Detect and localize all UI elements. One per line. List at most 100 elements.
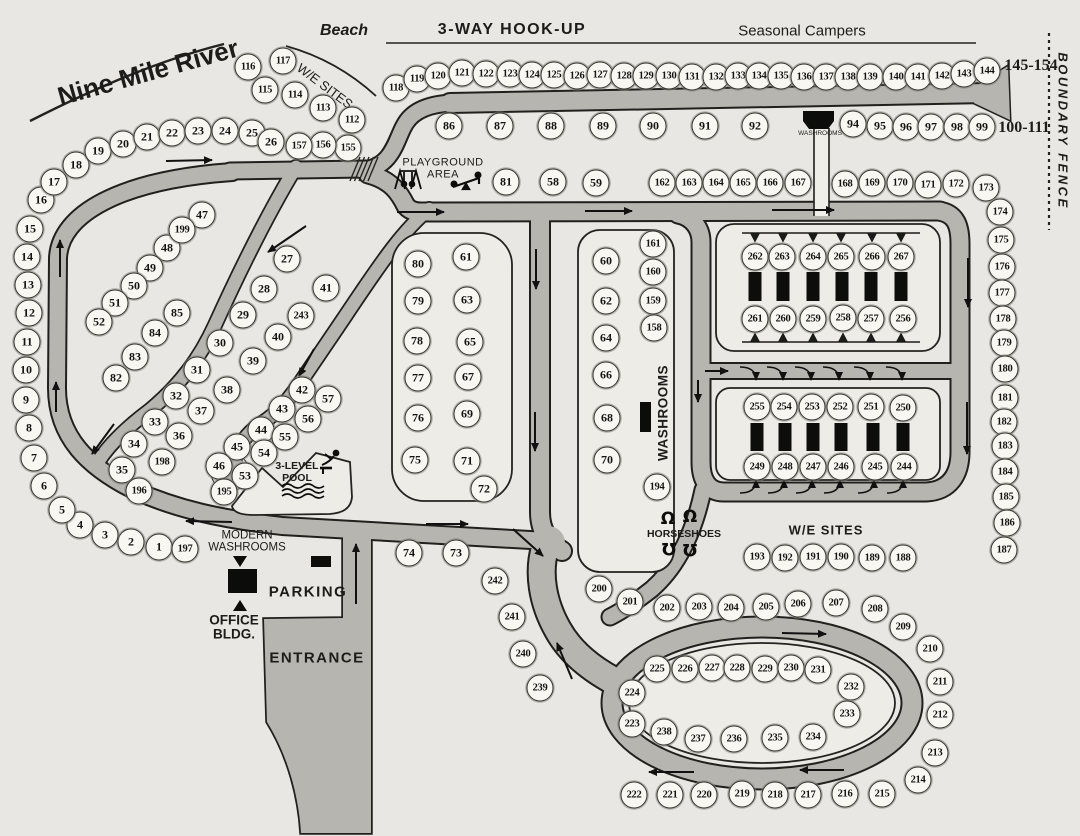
site-marker-181: 181 <box>991 384 1019 412</box>
direction-arrows <box>52 156 972 776</box>
map-label-office-1: OFFICE <box>209 612 259 628</box>
site-marker-180: 180 <box>991 355 1019 383</box>
site-marker-55: 55 <box>271 423 299 451</box>
site-marker-240: 240 <box>509 640 537 668</box>
site-marker-32: 32 <box>162 382 190 410</box>
site-marker-44: 44 <box>247 416 275 444</box>
site-marker-88: 88 <box>537 112 565 140</box>
site-marker-31: 31 <box>183 356 211 384</box>
map-label-modern-washrooms-2: WASHROOMS <box>208 541 286 554</box>
site-marker-7: 7 <box>20 444 48 472</box>
site-marker-114: 114 <box>281 81 309 109</box>
site-marker-138: 138 <box>834 63 862 91</box>
entry-ticks-up <box>749 332 907 343</box>
site-marker-177: 177 <box>988 279 1016 307</box>
site-marker-42: 42 <box>288 376 316 404</box>
site-marker-56: 56 <box>294 405 322 433</box>
site-marker-12: 12 <box>15 299 43 327</box>
site-marker-72: 72 <box>470 475 498 503</box>
site-marker-80: 80 <box>404 250 432 278</box>
site-marker-139: 139 <box>856 63 884 91</box>
site-marker-66: 66 <box>592 361 620 389</box>
site-marker-46: 46 <box>205 452 233 480</box>
site-marker-198: 198 <box>148 448 176 476</box>
site-marker-22: 22 <box>158 119 186 147</box>
site-marker-170: 170 <box>886 169 914 197</box>
site-marker-253: 253 <box>798 393 826 421</box>
site-marker-189: 189 <box>858 544 886 572</box>
site-marker-160: 160 <box>639 258 667 286</box>
site-marker-81: 81 <box>492 168 520 196</box>
site-marker-266: 266 <box>858 243 886 271</box>
site-marker-235: 235 <box>761 724 789 752</box>
site-marker-166: 166 <box>756 169 784 197</box>
svg-text:Ω: Ω <box>683 507 697 527</box>
site-marker-26: 26 <box>257 128 285 156</box>
bridge-hatch-icon <box>349 156 379 182</box>
site-marker-98: 98 <box>943 113 971 141</box>
office-pointer-icon <box>233 600 247 611</box>
site-marker-59: 59 <box>582 169 610 197</box>
site-marker-165: 165 <box>729 169 757 197</box>
site-marker-263: 263 <box>768 243 796 271</box>
site-marker-117: 117 <box>269 47 297 75</box>
site-marker-206: 206 <box>784 590 812 618</box>
site-marker-40: 40 <box>264 323 292 351</box>
site-marker-202: 202 <box>653 594 681 622</box>
site-marker-237: 237 <box>684 725 712 753</box>
svg-text:Ω: Ω <box>662 538 676 558</box>
playground-seesaw-icon <box>450 171 482 191</box>
site-marker-87: 87 <box>486 112 514 140</box>
site-marker-49: 49 <box>136 254 164 282</box>
site-marker-90: 90 <box>639 112 667 140</box>
site-marker-65: 65 <box>456 328 484 356</box>
fence-funnel <box>974 66 1010 120</box>
roads-fill <box>48 66 1010 833</box>
pool-water-icon <box>281 483 325 499</box>
site-marker-246: 246 <box>827 453 855 481</box>
site-marker-183: 183 <box>991 432 1019 460</box>
site-marker-63: 63 <box>453 286 481 314</box>
site-marker-200: 200 <box>585 575 613 603</box>
map-label-boundary-fence: BOUNDARY FENCE <box>1055 52 1071 210</box>
site-marker-128: 128 <box>610 62 638 90</box>
site-marker-60: 60 <box>592 247 620 275</box>
site-marker-182: 182 <box>990 408 1018 436</box>
site-marker-91: 91 <box>691 112 719 140</box>
site-marker-192: 192 <box>771 544 799 572</box>
site-marker-207: 207 <box>822 589 850 617</box>
site-marker-241: 241 <box>498 603 526 631</box>
site-marker-115: 115 <box>251 76 279 104</box>
site-marker-34: 34 <box>120 430 148 458</box>
site-marker-199: 199 <box>168 216 196 244</box>
site-marker-197: 197 <box>171 535 199 563</box>
site-marker-238: 238 <box>650 718 678 746</box>
site-marker-61: 61 <box>452 243 480 271</box>
site-marker-96: 96 <box>892 113 920 141</box>
site-marker-201: 201 <box>616 588 644 616</box>
site-marker-243: 243 <box>287 302 315 330</box>
site-marker-186: 186 <box>993 509 1021 537</box>
map-label-range-100-111: 100-111 <box>998 119 1050 136</box>
site-marker-144: 144 <box>973 57 1001 85</box>
site-marker-121: 121 <box>448 59 476 87</box>
site-marker-99: 99 <box>968 113 996 141</box>
site-marker-13: 13 <box>14 271 42 299</box>
site-marker-264: 264 <box>799 243 827 271</box>
site-marker-184: 184 <box>991 458 1019 486</box>
site-marker-159: 159 <box>639 287 667 315</box>
site-marker-234: 234 <box>799 723 827 751</box>
map-label-playground-1: PLAYGROUND <box>402 156 484 169</box>
site-marker-236: 236 <box>720 725 748 753</box>
map-label-hookup: 3-WAY HOOK-UP <box>437 21 587 38</box>
we-upper-guides <box>742 232 920 343</box>
site-marker-36: 36 <box>165 422 193 450</box>
site-marker-256: 256 <box>889 305 917 333</box>
site-marker-163: 163 <box>675 169 703 197</box>
site-marker-217: 217 <box>794 781 822 809</box>
site-marker-158: 158 <box>640 314 668 342</box>
site-marker-187: 187 <box>990 536 1018 564</box>
site-marker-83: 83 <box>121 343 149 371</box>
site-marker-19: 19 <box>84 137 112 165</box>
site-marker-261: 261 <box>741 305 769 333</box>
